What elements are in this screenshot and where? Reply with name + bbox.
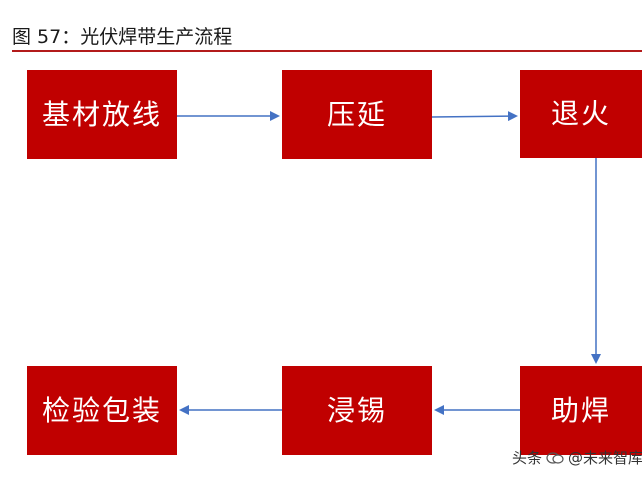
step-base-material-payoff: 基材放线 — [27, 70, 177, 159]
step-annealing: 退火 — [520, 70, 642, 158]
arrow-calendering-to-annealing — [431, 111, 518, 122]
watermark-logo-icon — [546, 451, 564, 464]
step-fluxing: 助焊 — [520, 366, 642, 455]
watermark-prefix: 头条 — [512, 449, 543, 467]
watermark-handle: @未来智库 — [568, 449, 642, 467]
step-inspection-packaging: 检验包装 — [27, 366, 177, 455]
step-tin-dipping: 浸锡 — [282, 366, 432, 455]
step-calendering: 压延 — [282, 70, 432, 159]
figure-title: 图 57：光伏焊带生产流程 — [12, 26, 233, 48]
title-divider — [12, 50, 642, 52]
watermark: 头条 @未来智库 — [512, 447, 642, 468]
